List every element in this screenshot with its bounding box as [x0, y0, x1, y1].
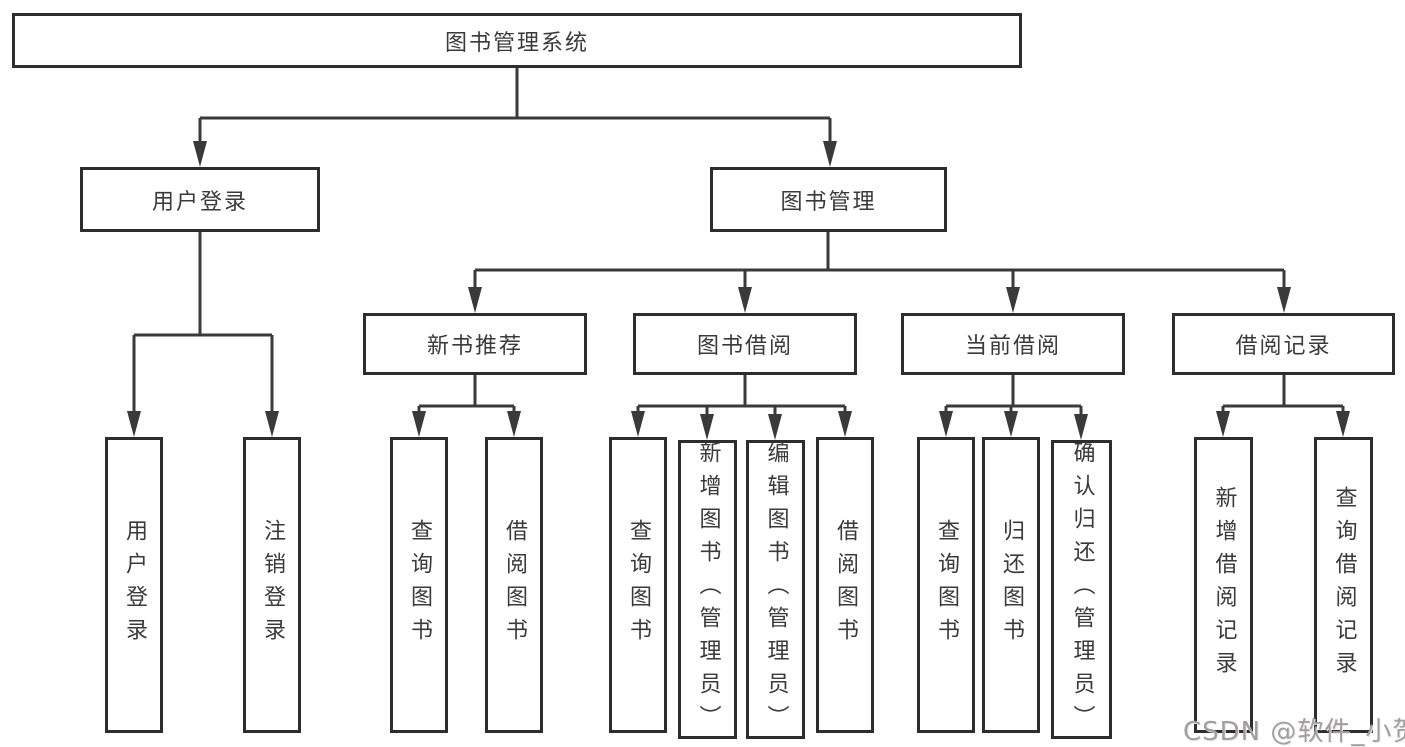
leaf-logout: 注销登录 — [243, 437, 301, 733]
node-borrow-records: 借阅记录 — [1172, 313, 1395, 375]
leaf-query-books-borrow: 查询图书 — [609, 437, 667, 733]
leaf-borrow-books-recommend: 借阅图书 — [485, 437, 543, 733]
leaf-query-borrow-record: 查询借阅记录 — [1314, 437, 1373, 733]
csdn-watermark: CSDN @软件_小贺同学 — [1183, 717, 1405, 747]
leaf-return-books: 归还图书 — [982, 437, 1040, 733]
leaf-edit-books-admin: 编辑图书（管理员） — [746, 440, 805, 739]
leaf-user-login: 用户登录 — [105, 437, 163, 733]
leaf-add-borrow-record: 新增借阅记录 — [1194, 437, 1253, 733]
leaf-label: 查询借阅记录 — [1331, 486, 1357, 684]
leaf-label: 注销登录 — [260, 519, 285, 651]
leaf-label: 查询图书 — [934, 519, 959, 651]
leaf-label: 归还图书 — [999, 519, 1024, 651]
leaf-query-books-recommend: 查询图书 — [390, 437, 448, 733]
leaf-label: 查询图书 — [626, 519, 651, 651]
leaf-confirm-return-admin: 确认归还（管理员） — [1051, 440, 1112, 739]
node-book-borrow: 图书借阅 — [633, 313, 857, 375]
leaf-label: 查询图书 — [407, 519, 432, 651]
leaf-add-books-admin: 新增图书（管理员） — [678, 440, 737, 739]
leaf-label: 借阅图书 — [502, 519, 527, 651]
node-user-login: 用户登录 — [80, 167, 320, 232]
leaf-label: 借阅图书 — [833, 519, 858, 651]
leaf-label: 新增图书（管理员） — [695, 441, 721, 738]
node-current-borrow: 当前借阅 — [901, 313, 1125, 375]
leaf-label: 编辑图书（管理员） — [763, 441, 789, 738]
leaf-borrow-books: 借阅图书 — [816, 437, 874, 733]
node-new-book-recommend: 新书推荐 — [363, 313, 587, 375]
leaf-query-books-current: 查询图书 — [917, 437, 975, 733]
leaf-label: 新增借阅记录 — [1211, 486, 1237, 684]
leaf-label: 确认归还（管理员） — [1069, 441, 1095, 738]
node-library-system: 图书管理系统 — [12, 13, 1022, 68]
leaf-label: 用户登录 — [122, 519, 147, 651]
node-book-management: 图书管理 — [710, 167, 947, 232]
